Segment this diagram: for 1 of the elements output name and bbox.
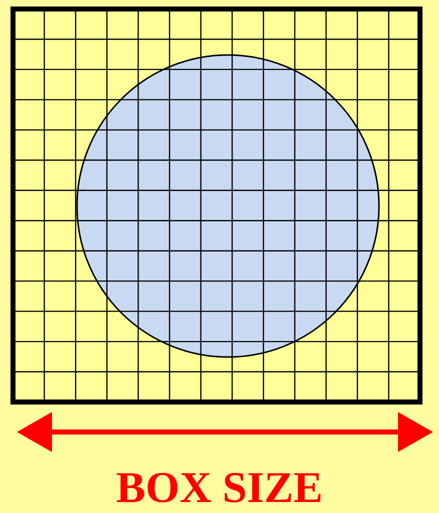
dimension-label: BOX SIZE (116, 463, 323, 512)
